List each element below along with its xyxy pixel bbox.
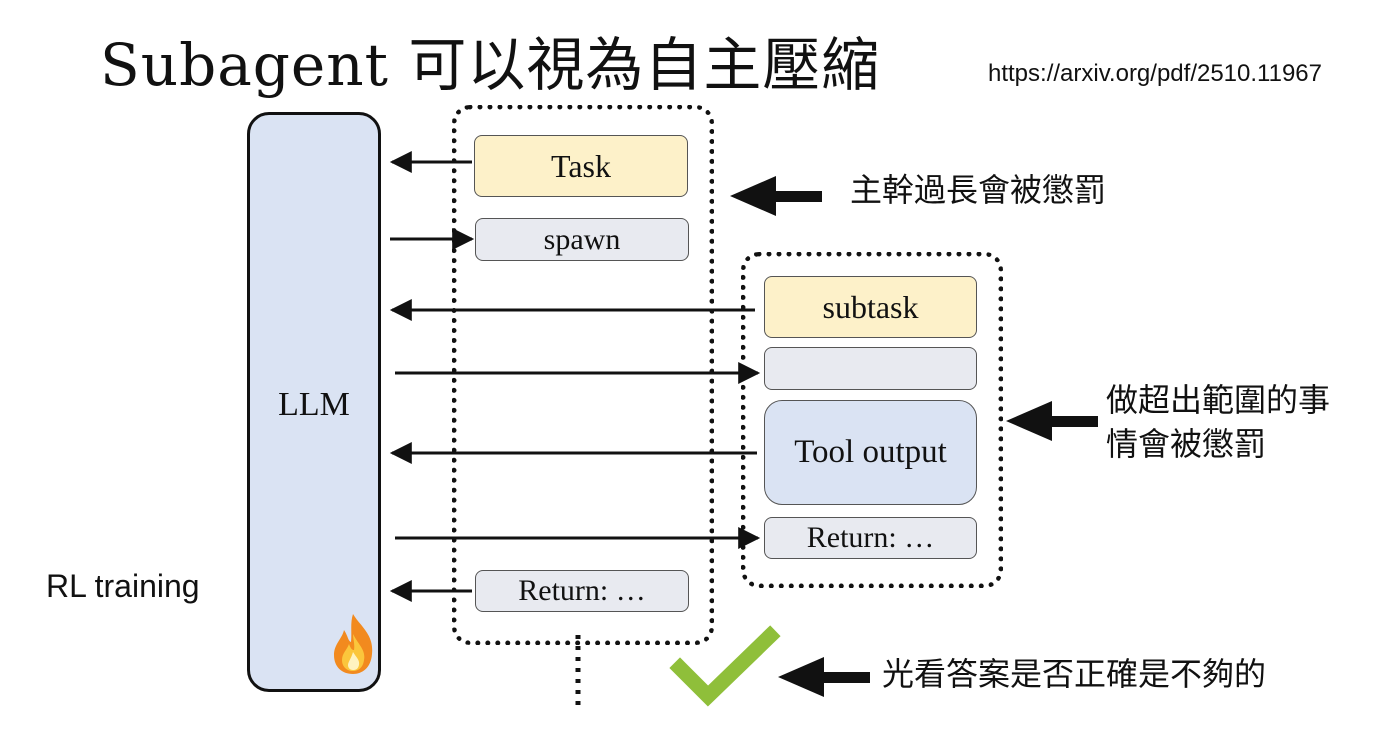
tool-call-box: [764, 347, 977, 390]
page-title: Subagent 可以視為自主壓縮: [100, 31, 881, 99]
subagent-trajectory-box: [741, 252, 1003, 588]
answer-not-enough-note: 光看答案是否正確是不夠的: [882, 655, 1267, 693]
main-too-long-arrow: [730, 176, 822, 216]
main-too-long-note: 主幹過長會被懲罰: [850, 171, 1107, 209]
llm-label: LLM: [278, 386, 350, 423]
subtask-box: subtask: [764, 276, 977, 338]
llm-block: [247, 112, 381, 692]
rl-training-label: RL training: [46, 568, 200, 604]
fire-icon: [334, 614, 373, 674]
main-return-box: Return: …: [475, 570, 689, 612]
source-url: https://arxiv.org/pdf/2510.11967: [988, 60, 1322, 87]
spawn-box: spawn: [475, 218, 689, 261]
out-of-scope-note: 做超出範圍的事 情會被懲罰: [1106, 378, 1330, 466]
subagent-return-box: Return: …: [764, 517, 977, 559]
out-of-scope-line-1: 做超出範圍的事: [1106, 381, 1331, 419]
out-of-scope-line-2: 情會被懲罰: [1106, 425, 1267, 463]
out-of-scope-arrow: [1006, 401, 1098, 441]
answer-not-enough-arrow: [778, 657, 870, 697]
main-trajectory-box: [452, 105, 714, 645]
tool-output-box: Tool output: [764, 400, 977, 505]
task-box: Task: [474, 135, 688, 197]
checkmark-icon: [669, 625, 781, 707]
